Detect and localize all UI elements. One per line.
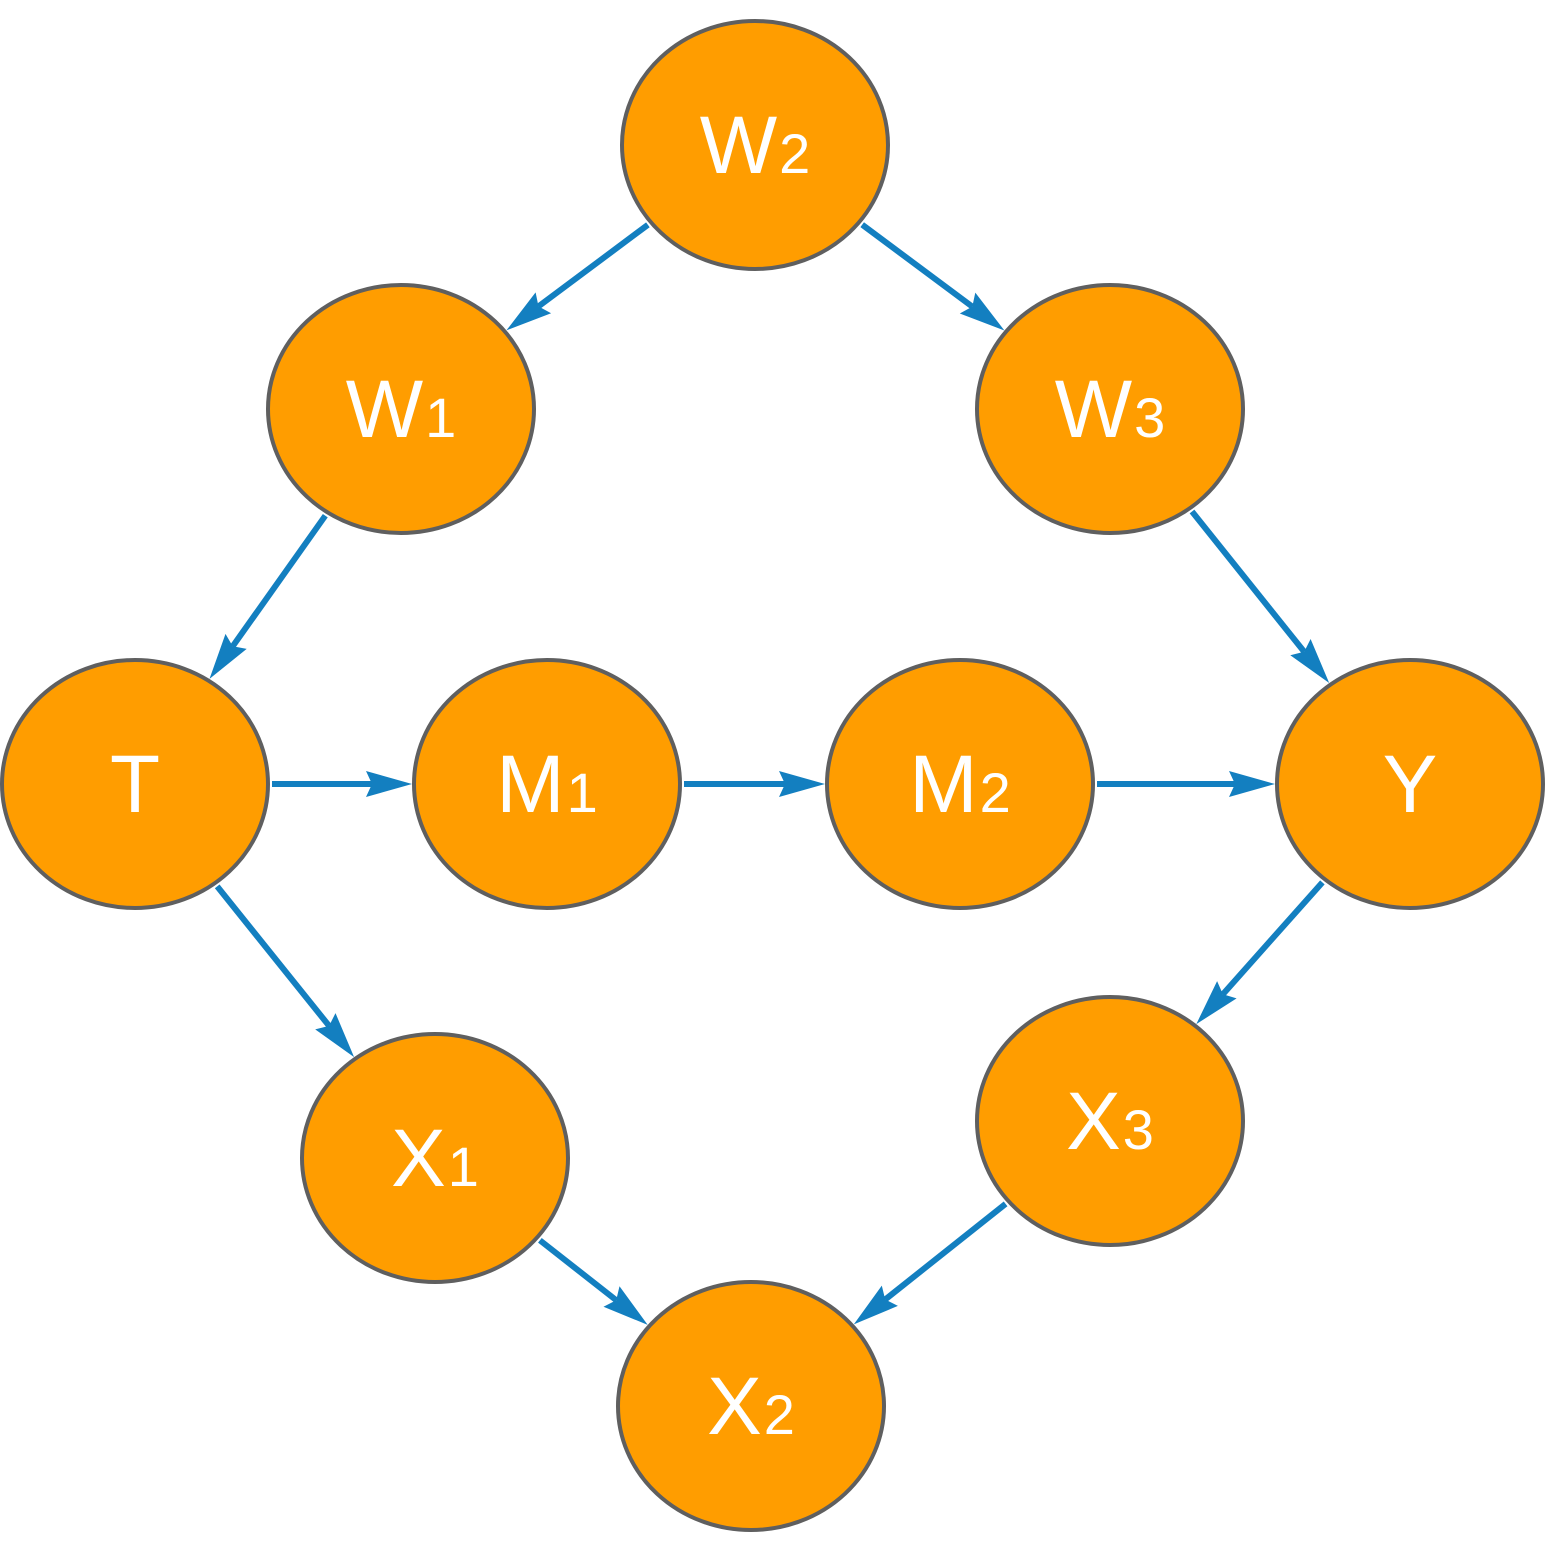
arrowhead (779, 771, 825, 797)
arrowhead (603, 1286, 648, 1325)
arrowhead (1229, 771, 1275, 797)
edge-line (860, 222, 975, 310)
node-label: X2 (707, 1361, 795, 1452)
node-label: W2 (700, 100, 811, 191)
node-w1: W1 (266, 283, 536, 535)
edge-line (1220, 880, 1325, 997)
node-w2: W2 (620, 19, 890, 271)
edge-t-to-m1 (272, 771, 412, 797)
node-ellipse (412, 658, 682, 910)
arrowhead (959, 292, 1005, 331)
node-label: X3 (1066, 1076, 1154, 1167)
node-ellipse (620, 19, 890, 271)
node-x2: X2 (616, 1280, 886, 1532)
arrowhead (315, 1013, 355, 1058)
edge-w1-to-t (209, 513, 328, 679)
node-ellipse (0, 658, 270, 910)
node-ellipse (975, 283, 1245, 535)
node-label-main: X (1066, 1076, 1121, 1167)
node-label: Y (1383, 739, 1438, 830)
node-ellipse (300, 1032, 570, 1284)
node-label-subscript: 3 (1134, 386, 1165, 449)
edge-y-to-x3 (1196, 880, 1325, 1025)
node-label-subscript: 1 (448, 1135, 479, 1198)
node-ellipse (1275, 658, 1545, 910)
edge-line (536, 222, 650, 309)
node-label-subscript: 2 (980, 761, 1011, 824)
node-x1: X1 (300, 1032, 570, 1284)
arrowhead (366, 771, 412, 797)
node-ellipse (266, 283, 536, 535)
node-label-main: T (110, 739, 160, 830)
node-label-main: W (346, 364, 424, 455)
node-label-main: X (391, 1113, 446, 1204)
node-label-main: Y (1383, 739, 1438, 830)
node-label: M1 (496, 739, 597, 830)
node-label-main: X (707, 1361, 762, 1452)
node-label-main: M (496, 739, 564, 830)
edges-layer (209, 222, 1330, 1325)
edge-m1-to-m2 (684, 771, 825, 797)
node-label: T (110, 739, 160, 830)
edge-line (883, 1201, 1008, 1302)
edge-m2-to-y (1097, 771, 1275, 797)
node-label-subscript: 2 (764, 1383, 795, 1446)
arrowhead (853, 1285, 898, 1325)
node-label-subscript: 1 (425, 386, 456, 449)
node-x3: X3 (975, 995, 1245, 1247)
node-m1: M1 (412, 658, 682, 910)
edge-w2-to-w3 (860, 222, 1005, 331)
node-label-subscript: 1 (567, 761, 598, 824)
edge-t-to-x1 (214, 884, 355, 1058)
node-t: T (0, 658, 270, 910)
arrowhead (1290, 639, 1330, 683)
edge-x3-to-x2 (853, 1201, 1008, 1325)
node-w3: W3 (975, 283, 1245, 535)
node-label-main: W (1055, 364, 1133, 455)
node-y: Y (1275, 658, 1545, 910)
node-label: M2 (909, 739, 1010, 830)
node-label: W3 (1055, 364, 1166, 455)
edge-line (230, 513, 328, 649)
arrowhead (1196, 981, 1237, 1025)
edge-line (1189, 509, 1307, 654)
node-label-main: M (909, 739, 977, 830)
node-label-main: W (700, 100, 778, 191)
node-label: X1 (391, 1113, 479, 1204)
node-label: W1 (346, 364, 457, 455)
edge-w3-to-y (1189, 509, 1330, 683)
edge-w2-to-w1 (506, 222, 650, 331)
arrowhead (209, 633, 247, 679)
node-ellipse (975, 995, 1245, 1247)
node-label-subscript: 3 (1123, 1098, 1154, 1161)
edge-line (214, 884, 332, 1028)
node-m2: M2 (825, 658, 1095, 910)
edge-line (538, 1237, 619, 1303)
node-label-subscript: 2 (779, 122, 810, 185)
edge-x1-to-x2 (538, 1237, 648, 1325)
node-ellipse (825, 658, 1095, 910)
node-ellipse (616, 1280, 886, 1532)
arrowhead (506, 292, 552, 331)
